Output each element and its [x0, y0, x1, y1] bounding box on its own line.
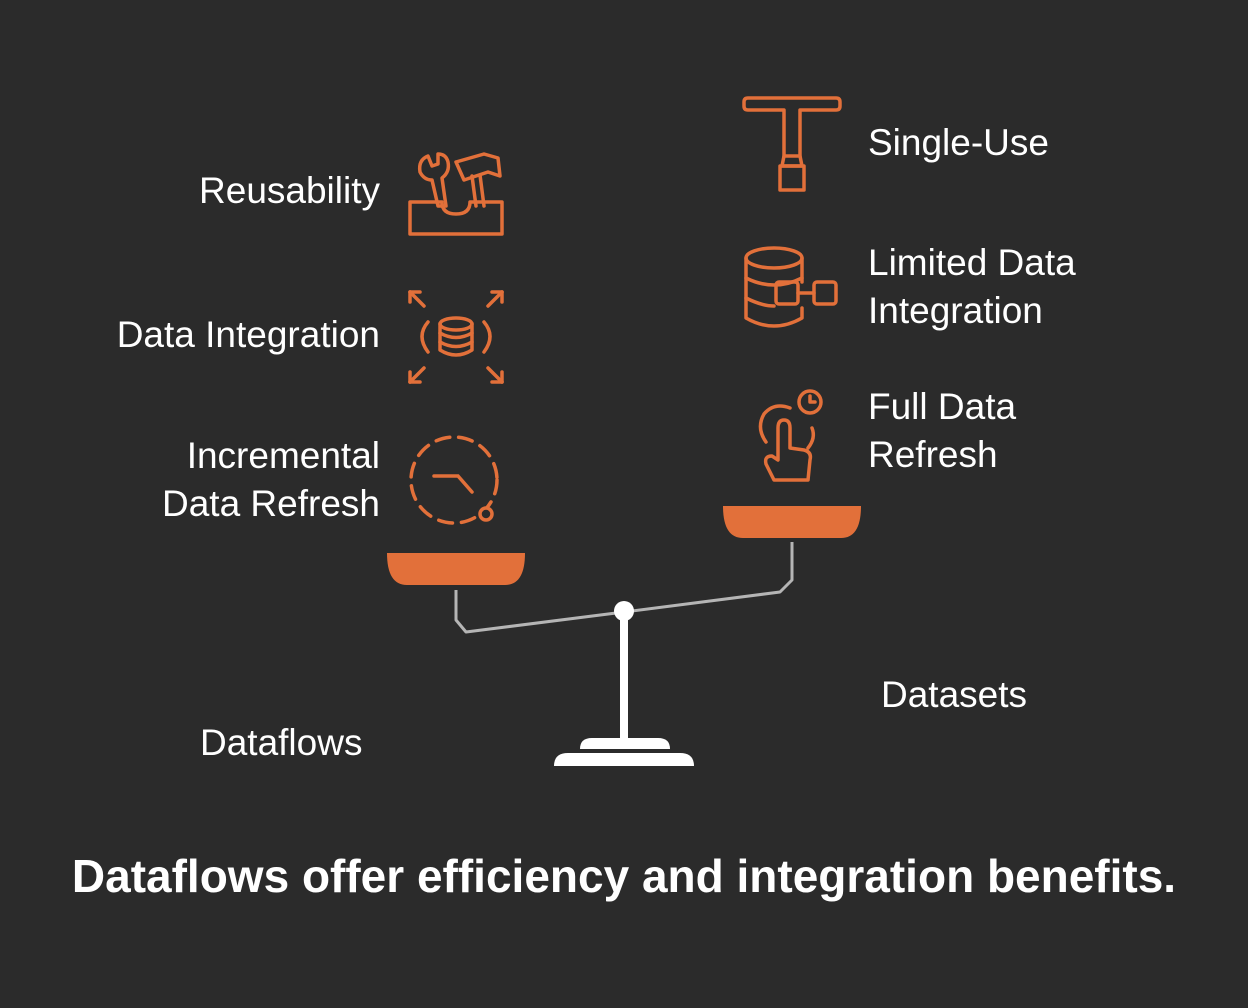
scale-post	[620, 612, 628, 738]
left-item-incremental-refresh: Incremental Data Refresh	[162, 432, 380, 528]
right-item-full-refresh-line2: Refresh	[868, 434, 998, 475]
toolbox-wrench-hammer-icon	[406, 148, 506, 240]
left-item-incremental-line1: Incremental	[186, 435, 380, 476]
right-item-single-use-text: Single-Use	[868, 122, 1049, 163]
right-title: Datasets	[881, 671, 1027, 719]
right-item-full-refresh: Full Data Refresh	[868, 383, 1016, 479]
left-title: Dataflows	[200, 719, 362, 767]
left-item-reusability-text: Reusability	[199, 170, 380, 211]
left-item-data-integration: Data Integration	[117, 311, 380, 359]
scale-base-top	[580, 738, 670, 749]
scale-pivot	[614, 601, 634, 621]
t-handle-tool-icon	[742, 94, 842, 194]
left-title-text: Dataflows	[200, 722, 363, 763]
caption: Dataflows offer efficiency and integrati…	[71, 850, 1177, 902]
database-expand-icon	[406, 288, 506, 386]
scale-base-bottom	[554, 753, 694, 766]
database-link-icon	[742, 244, 842, 334]
right-item-limited-line2: Integration	[868, 290, 1043, 331]
left-item-incremental-line2: Data Refresh	[162, 483, 380, 524]
right-pan	[723, 506, 861, 538]
left-item-reusability: Reusability	[199, 167, 380, 215]
left-item-data-integration-text: Data Integration	[116, 314, 380, 355]
right-title-text: Datasets	[881, 674, 1028, 715]
left-pan	[387, 553, 525, 585]
hand-tap-clock-icon	[752, 388, 832, 484]
right-item-single-use: Single-Use	[868, 119, 1049, 167]
dashed-circle-gauge-icon	[406, 430, 506, 526]
right-item-limited-line1: Limited Data	[868, 242, 1076, 283]
right-item-limited-integration: Limited Data Integration	[868, 239, 1076, 335]
right-item-full-refresh-line1: Full Data	[868, 386, 1017, 427]
